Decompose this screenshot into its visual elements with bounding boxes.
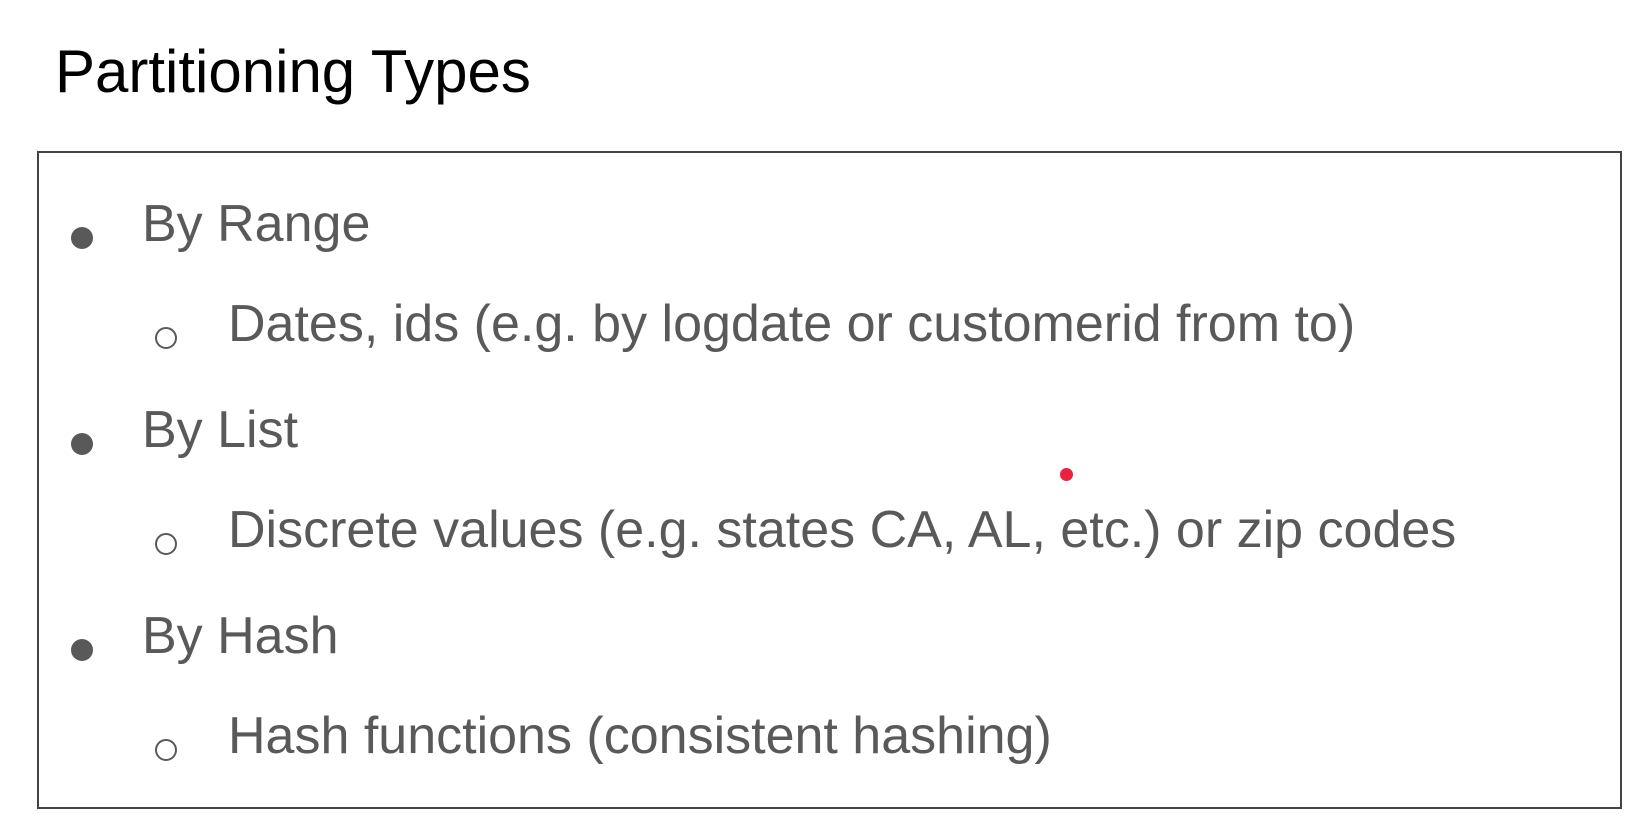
list-item-label: By Range <box>142 195 371 253</box>
list-item-by-range: By Range <box>39 153 1620 250</box>
hollow-circle-bullet-icon <box>155 739 177 761</box>
list-item-label: By List <box>142 401 299 459</box>
list-item-by-range-detail: Dates, ids (e.g. by logdate or customeri… <box>39 153 1620 350</box>
list-item-label: By Hash <box>142 607 339 665</box>
list-item-label: Dates, ids (e.g. by logdate or customeri… <box>228 295 1356 353</box>
list-item-by-hash: By Hash <box>39 565 1620 662</box>
slide-title: Partitioning Types <box>55 38 531 105</box>
list-item-label: Discrete values (e.g. states CA, AL, etc… <box>228 501 1457 559</box>
hollow-circle-bullet-icon <box>155 533 177 555</box>
list-item-by-list: By List <box>39 359 1620 456</box>
filled-circle-bullet-icon <box>71 639 93 661</box>
filled-circle-bullet-icon <box>71 433 93 455</box>
laser-pointer-dot <box>1060 468 1073 481</box>
hollow-circle-bullet-icon <box>155 327 177 349</box>
filled-circle-bullet-icon <box>71 227 93 249</box>
list-item-by-hash-detail: Hash functions (consistent hashing) <box>39 565 1620 762</box>
bullet-list-box: By Range Dates, ids (e.g. by logdate or … <box>37 151 1622 809</box>
list-item-by-list-detail: Discrete values (e.g. states CA, AL, etc… <box>39 359 1620 556</box>
list-item-label: Hash functions (consistent hashing) <box>228 707 1052 765</box>
